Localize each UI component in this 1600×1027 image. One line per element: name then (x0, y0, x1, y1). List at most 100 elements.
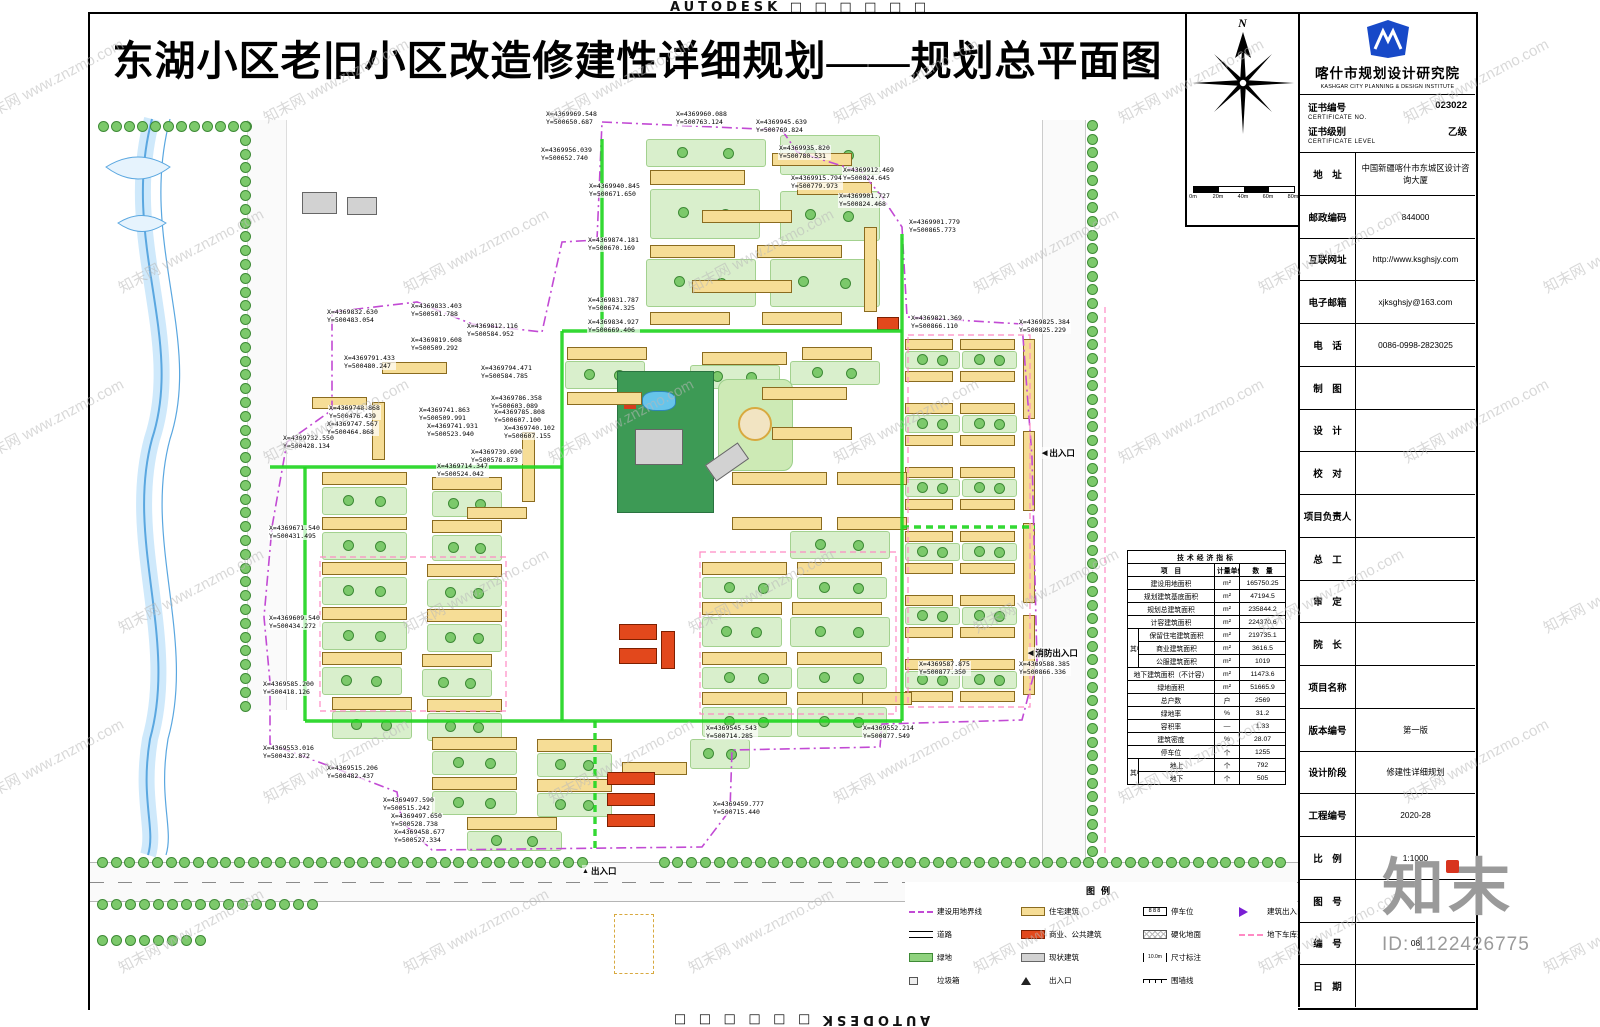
tree-icon (1087, 270, 1098, 282)
tree-icon (973, 354, 985, 366)
legend-item: 建设用地界线 (909, 901, 1017, 922)
green-area (962, 543, 1017, 561)
tree-icon (240, 314, 251, 326)
legend-item-label: 围墙线 (1171, 976, 1194, 985)
entrance-text: 出入口 (1049, 448, 1075, 458)
tree-icon (357, 857, 369, 868)
indicator-unit: % (1214, 732, 1240, 746)
tree-icon (658, 857, 670, 868)
bentry-icon (1239, 906, 1249, 917)
titleblock-row-label: 编 号 (1300, 922, 1356, 965)
boundary-icon (909, 910, 933, 913)
residential-building (905, 339, 953, 350)
certificate-level-row: 证书级别 乙级 (1308, 124, 1467, 138)
entrance-label: ◀出入口 (1042, 447, 1075, 459)
dim-icon: 10.0m (1143, 953, 1167, 962)
commercial-building (619, 624, 657, 640)
coordinate-label: X=4369515.206 Y=500482.437 (326, 764, 379, 780)
scale-bar-label: 40m (1237, 194, 1249, 200)
tree-icon (251, 899, 262, 910)
tree-icon (240, 355, 251, 367)
indicator-row: 容积率—1.33 (1127, 719, 1287, 733)
tree-icon (891, 857, 903, 868)
tree-icon (1087, 736, 1098, 748)
indicator-unit: 户 (1214, 693, 1240, 707)
titleblock-row-value: 修建性详细规划 (1386, 767, 1445, 778)
titleblock-row-value: 2020-28 (1400, 810, 1431, 821)
green-area (790, 531, 890, 559)
tree-icon (960, 857, 972, 868)
indicator-unit: m² (1214, 667, 1240, 681)
tree-icon (240, 479, 251, 491)
residential-building (1023, 523, 1035, 603)
tree-icon (124, 121, 135, 132)
underground-garage-line (907, 334, 1031, 708)
tree-icon (1087, 394, 1098, 405)
tree-icon (1087, 668, 1098, 679)
tree-icon (351, 718, 362, 730)
tree-icon (111, 899, 122, 910)
tree-icon (452, 796, 464, 808)
tree-icon (1087, 339, 1098, 351)
tree-icon (1087, 407, 1098, 419)
residential-building (905, 691, 953, 702)
tree-icon (240, 134, 251, 146)
titleblock-row-value (1356, 367, 1475, 409)
tree-icon (1087, 380, 1098, 392)
green-area (962, 607, 1017, 625)
indicator-label: 建筑密度 (1127, 732, 1215, 746)
residential-building (837, 472, 907, 485)
residential-building (772, 427, 852, 440)
indicator-unit: m² (1214, 615, 1240, 629)
tree-icon (1087, 366, 1098, 378)
tree-icon (713, 857, 725, 868)
indicator-value: 219735.1 (1238, 628, 1287, 642)
residential-building (702, 692, 787, 705)
tree-icon (877, 857, 889, 868)
coordinate-label: X=4369935.820 Y=500780.531 (778, 144, 831, 160)
residential-building (905, 435, 953, 446)
tree-icon (1087, 215, 1098, 227)
tree-icon (1056, 857, 1067, 868)
tree-icon (1151, 857, 1163, 868)
titleblock-row-value (1356, 880, 1475, 922)
residential-building (650, 312, 730, 325)
certificate-no-row: 证书编号 023022 (1308, 100, 1467, 114)
tree-icon (1028, 857, 1040, 868)
entrance-arrow-icon: ◀ (1028, 650, 1034, 657)
tree-icon (240, 176, 251, 188)
tree-icon (1087, 517, 1098, 529)
titleblock-row-label: 院 长 (1300, 623, 1356, 665)
titleblock-row-value (1356, 965, 1475, 1007)
tree-icon (240, 245, 251, 257)
tree-icon (583, 760, 594, 771)
title-area: 东湖小区老旧小区改造修建性详细规划——规划总平面图 (90, 14, 1185, 101)
tree-icon (490, 835, 502, 846)
tree-icon (342, 494, 354, 506)
indicator-value: 165750.25 (1238, 576, 1287, 590)
tree-icon (181, 935, 192, 946)
coordinate-label: X=4369812.116 Y=500584.952 (466, 322, 519, 338)
tree-icon (843, 211, 854, 222)
residential-building (960, 691, 1015, 702)
coordinate-label: X=4369545.543 Y=500714.285 (705, 724, 758, 740)
commercial-building (877, 317, 899, 330)
tree-icon (189, 121, 200, 132)
indicator-value: 792 (1238, 758, 1287, 772)
residential-building (762, 312, 842, 325)
tree-icon (240, 397, 251, 408)
entrance-text: 出入口 (590, 866, 617, 876)
green-area (905, 607, 960, 625)
drawing-title: 东湖小区老旧小区改造修建性详细规划——规划总平面图 (112, 37, 1163, 84)
river-bank-line (160, 118, 181, 856)
indicator-unit: 个 (1214, 771, 1240, 785)
tree-icon (740, 857, 752, 868)
residential-building (332, 697, 412, 710)
com-icon (1021, 930, 1045, 939)
green-area (962, 479, 1017, 497)
legend-item-label: 住宅建筑 (1049, 907, 1079, 916)
